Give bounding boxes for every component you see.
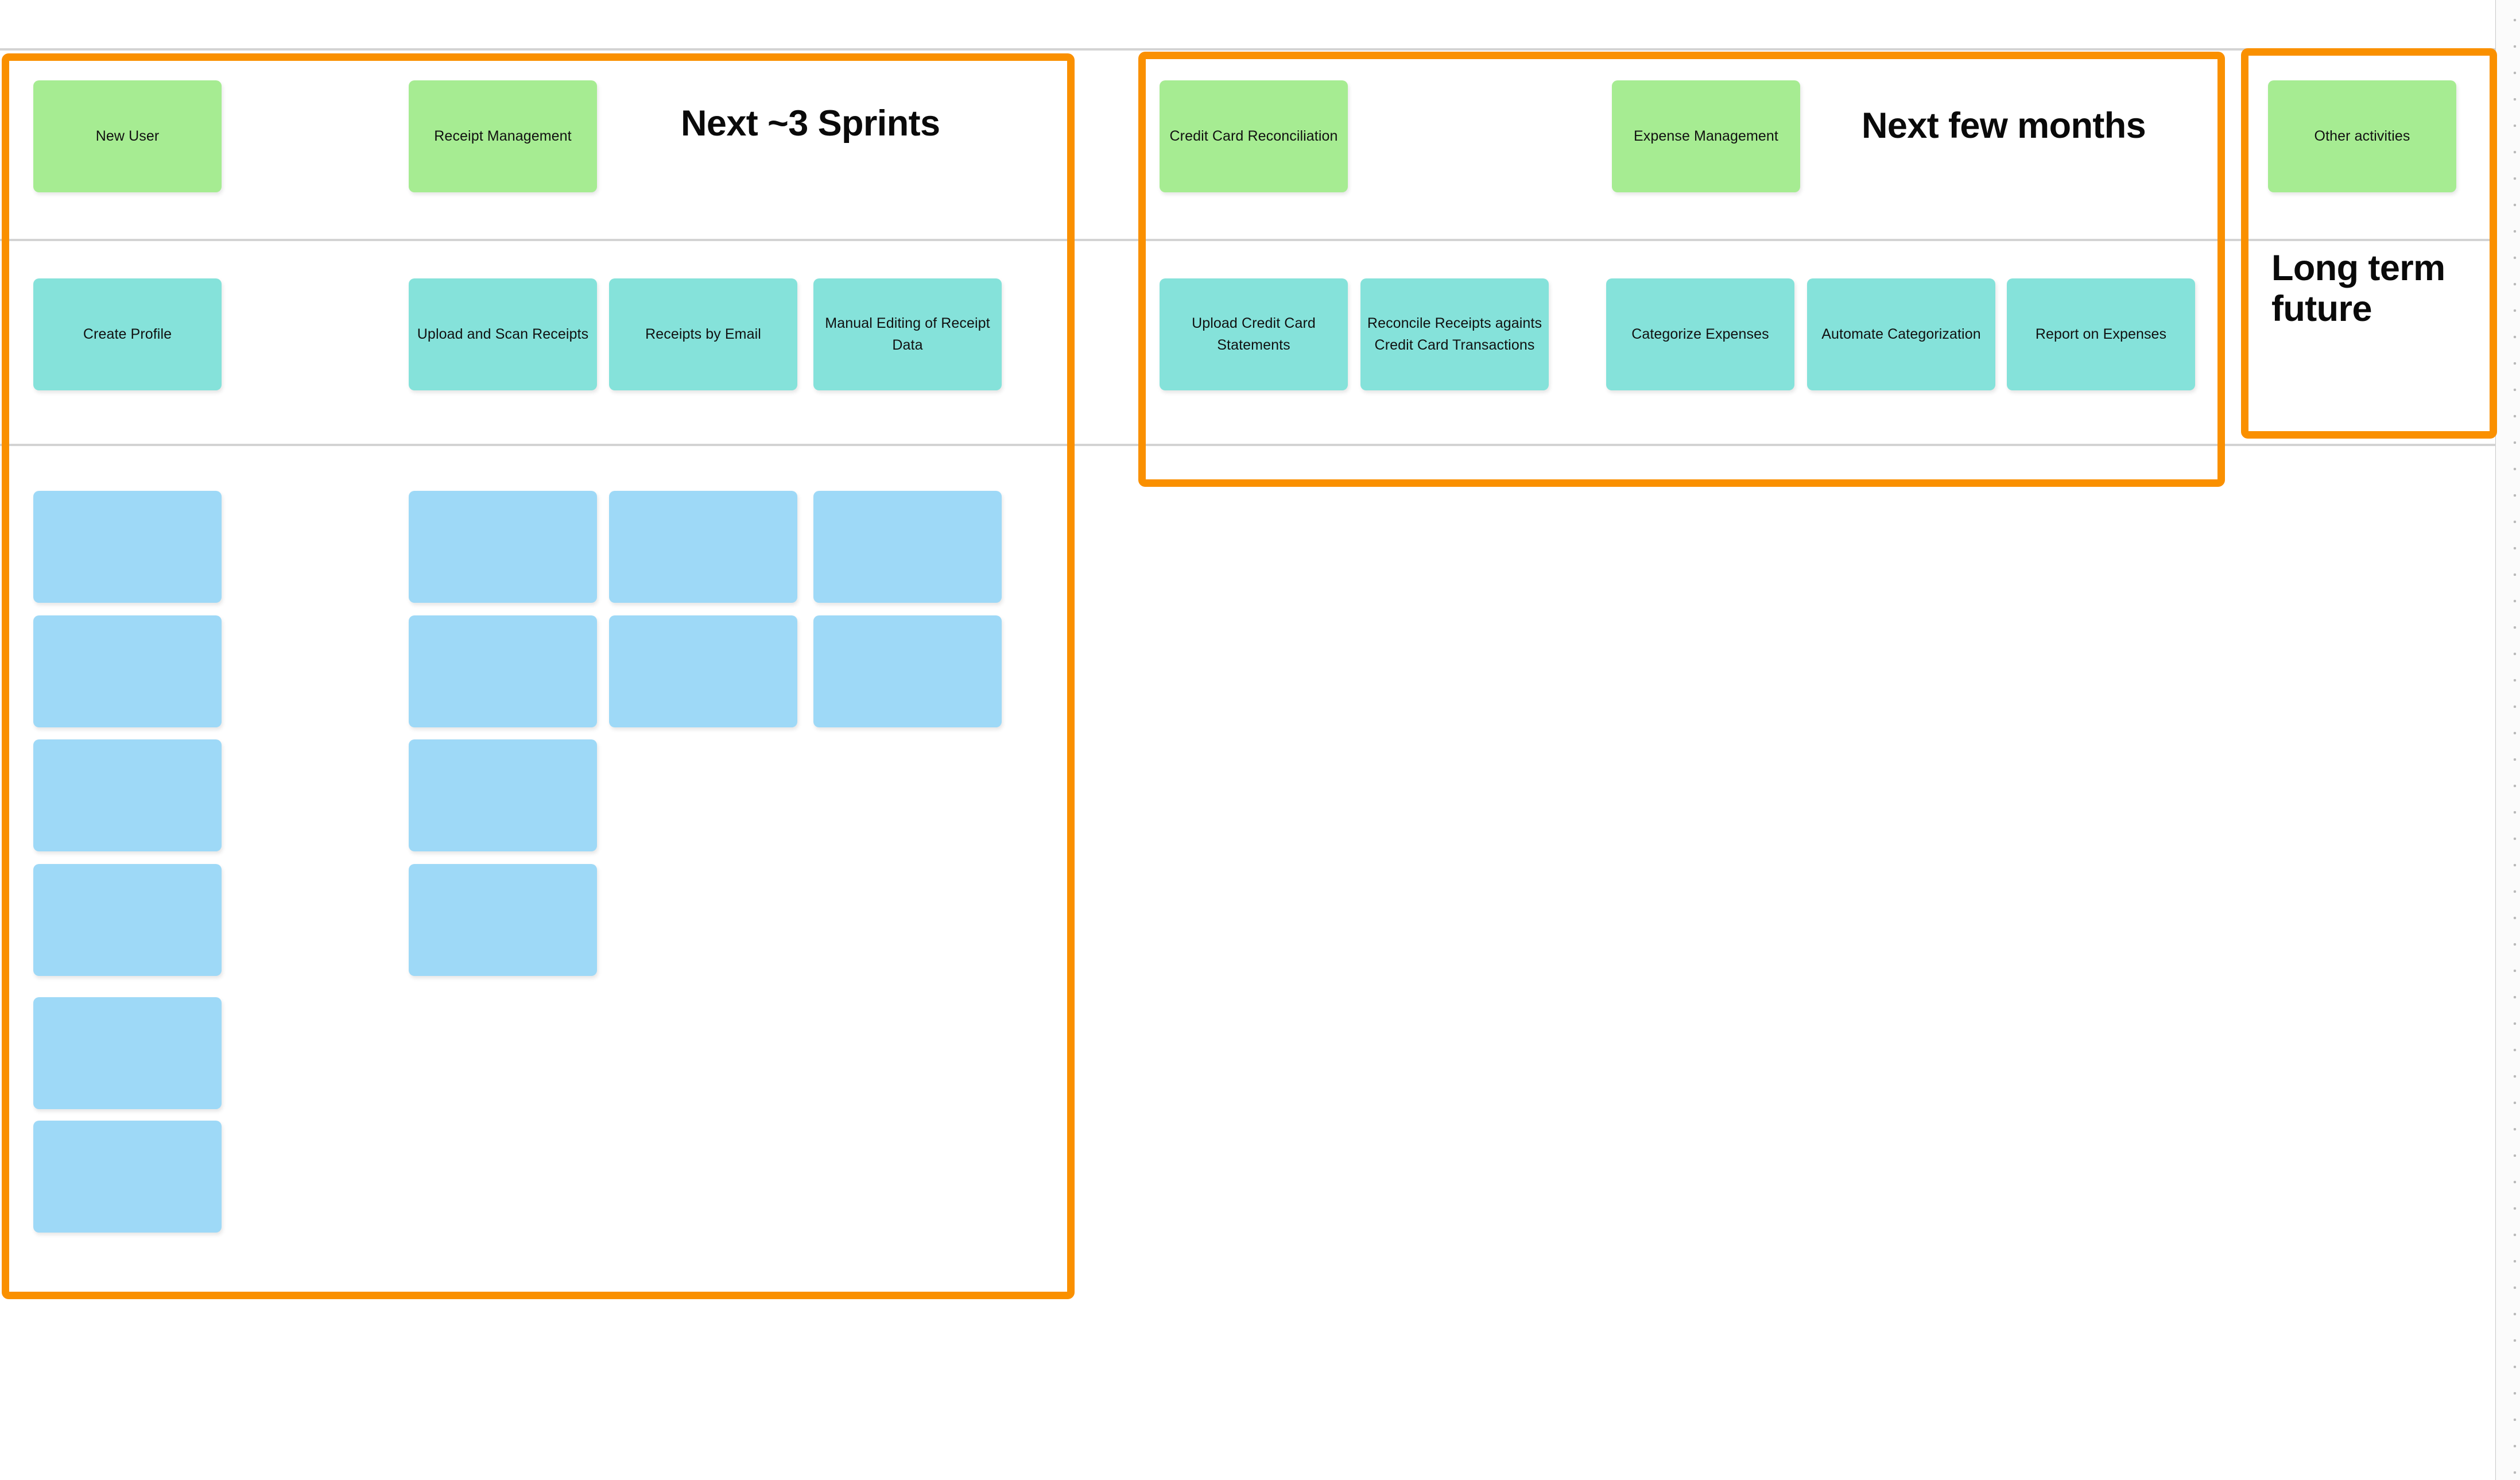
heading-long-term-future: Long term future	[2271, 248, 2445, 329]
story-card[interactable]	[33, 997, 222, 1109]
story-card[interactable]	[33, 864, 222, 976]
lane-separator-epics	[0, 239, 2496, 241]
story-card[interactable]	[609, 615, 797, 727]
story-card[interactable]	[33, 615, 222, 727]
epic-card-other-activities[interactable]: Other activities	[2268, 80, 2456, 192]
epic-card-new-user[interactable]: New User	[33, 80, 222, 192]
region-long-term-future[interactable]	[2241, 48, 2497, 439]
activity-card-report-on-expenses[interactable]: Report on Expenses	[2007, 278, 2195, 390]
epic-card-receipt-management[interactable]: Receipt Management	[409, 80, 597, 192]
activity-card-create-profile[interactable]: Create Profile	[33, 278, 222, 390]
activity-card-upload-and-scan-receipts[interactable]: Upload and Scan Receipts	[409, 278, 597, 390]
epic-card-credit-card-reconciliation[interactable]: Credit Card Reconciliation	[1160, 80, 1348, 192]
activity-card-manual-editing-of-receipt-data[interactable]: Manual Editing of Receipt Data	[813, 278, 1002, 390]
story-card[interactable]	[813, 615, 1002, 727]
story-card[interactable]	[609, 491, 797, 603]
story-card[interactable]	[813, 491, 1002, 603]
region-next-few-months[interactable]	[1138, 52, 2225, 487]
story-card[interactable]	[409, 491, 597, 603]
region-next-3-sprints[interactable]	[2, 53, 1075, 1299]
heading-next-3-sprints: Next ~3 Sprints	[681, 103, 940, 144]
activity-card-automate-categorization[interactable]: Automate Categorization	[1807, 278, 1995, 390]
lane-separator-top	[0, 48, 2496, 51]
story-card[interactable]	[409, 739, 597, 851]
story-card[interactable]	[33, 1121, 222, 1233]
heading-next-few-months: Next few months	[1862, 106, 2146, 146]
story-card[interactable]	[33, 491, 222, 603]
activity-card-receipts-by-email[interactable]: Receipts by Email	[609, 278, 797, 390]
story-card[interactable]	[409, 864, 597, 976]
story-card[interactable]	[409, 615, 597, 727]
activity-card-categorize-expenses[interactable]: Categorize Expenses	[1606, 278, 1794, 390]
dotted-canvas-background	[2496, 0, 2520, 1480]
lane-separator-activities	[0, 444, 2496, 446]
activity-card-upload-credit-card-statements[interactable]: Upload Credit Card Statements	[1160, 278, 1348, 390]
story-card[interactable]	[33, 739, 222, 851]
activity-card-reconcile-receipts-against-credit-card-transactions[interactable]: Reconcile Receipts againts Credit Card T…	[1360, 278, 1549, 390]
epic-card-expense-management[interactable]: Expense Management	[1612, 80, 1800, 192]
